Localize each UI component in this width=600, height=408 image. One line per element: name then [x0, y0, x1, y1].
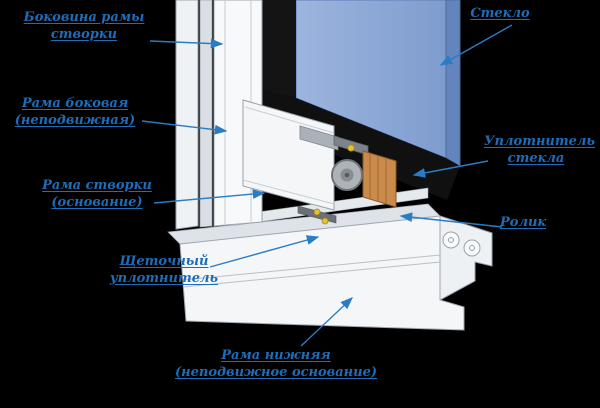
- rail-groove-line-1: [182, 254, 441, 281]
- leader-arrow-glass: [439, 24, 513, 66]
- rail-curl-right-inner: [469, 245, 475, 251]
- leader-arrow-sash-side: [149, 38, 224, 49]
- sash-base-bottom-line: [242, 179, 335, 205]
- roller-block: [362, 150, 397, 208]
- sash-base-profile: [242, 99, 335, 211]
- label-glass-seal: Уплотнитель стекла: [484, 134, 595, 166]
- sash-side-profile: [175, 0, 199, 230]
- leader-arrow-roller: [399, 212, 503, 228]
- rail-curl-left: [442, 231, 460, 249]
- label-roller: Ролик: [500, 215, 547, 230]
- glass-edge: [445, 0, 461, 167]
- label-sash-base: Рама створки (основание): [42, 178, 152, 210]
- leader-arrow-brush-seal: [209, 235, 320, 268]
- leader-arrow-sash-base: [153, 189, 266, 204]
- glazing-support: [299, 125, 339, 151]
- screw-1: [313, 208, 321, 216]
- profile-gap: [199, 0, 213, 228]
- rail-groove-line-2: [182, 261, 441, 288]
- roller-bolt: [347, 144, 355, 152]
- leader-arrow-glass-seal: [412, 160, 489, 178]
- sash-base-top-line: [244, 106, 335, 134]
- label-sash-side: Боковина рамы створки: [23, 10, 145, 42]
- label-brush-seal: Щеточный уплотнитель: [109, 254, 219, 286]
- label-bottom-frame: Рама нижняя (неподвижное основание): [174, 348, 377, 380]
- label-glass: Стекло: [470, 6, 530, 21]
- leader-arrow-bottom-frame: [300, 297, 354, 347]
- roller-wheel-axle: [344, 172, 350, 178]
- glass-seal-vertical: [262, 0, 296, 98]
- rail-curl-left-inner: [448, 237, 454, 243]
- label-side-frame: Рама боковая (неподвижная): [14, 96, 136, 128]
- screw-2: [321, 217, 329, 225]
- rail-curl-right: [463, 239, 481, 257]
- leader-arrow-side-frame: [141, 120, 228, 135]
